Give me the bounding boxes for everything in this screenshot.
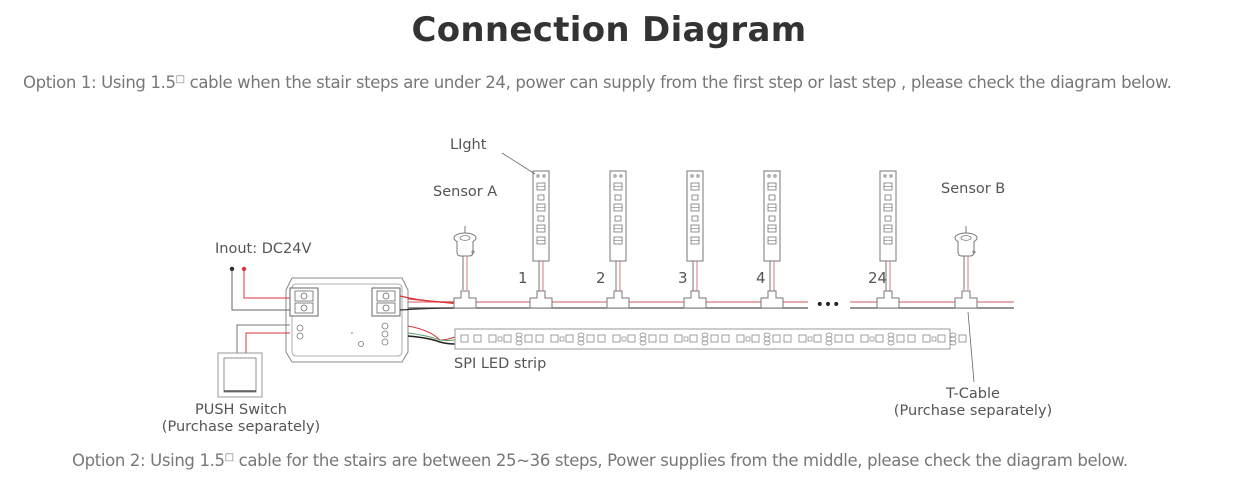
light-bar-icon — [763, 170, 781, 300]
sensor-b-label: Sensor B — [941, 181, 1005, 197]
unit-glyph: □ — [175, 74, 185, 85]
stair-light-3: 3 — [678, 170, 707, 309]
light-bar-icon — [532, 170, 550, 300]
output-wires — [399, 295, 456, 311]
stair-lights: 1 2 3 4 24 — [518, 170, 900, 309]
step-number: 2 — [596, 269, 606, 287]
stair-light-2: 2 — [596, 170, 630, 309]
sensor-a-label: Sensor A — [433, 184, 497, 200]
t-joint-icon — [606, 290, 630, 309]
step-number: 3 — [678, 269, 688, 287]
push-switch-note: (Purchase separately) — [162, 419, 320, 435]
led-chip-icon — [460, 334, 469, 343]
push-switch-label: PUSH Switch — [195, 402, 287, 418]
option-2-prefix: Option 2: Using 1.5 — [72, 451, 225, 470]
step-number: 1 — [518, 269, 528, 287]
light-bar-icon — [686, 170, 704, 300]
spi-led-strip — [407, 325, 967, 350]
power-input-wires — [229, 266, 290, 311]
page-title: Connection Diagram — [411, 10, 807, 50]
light-leader-line — [501, 152, 536, 175]
main-cable — [399, 297, 1014, 309]
option-2-description: Option 2: Using 1.5□ cable for the stair… — [72, 451, 1128, 470]
option-2-suffix: cable for the stairs are between 25~36 s… — [233, 451, 1129, 470]
spi-strip-label: SPI LED strip — [454, 356, 546, 372]
sensor-a — [453, 225, 477, 309]
t-joint-icon — [683, 290, 707, 309]
ellipsis: ••• — [816, 297, 841, 313]
t-cable-label: T-Cable — [945, 386, 1000, 402]
stair-light-24: 24 — [868, 170, 900, 309]
light-label: LIght — [450, 137, 487, 153]
t-joint-icon — [876, 290, 900, 309]
stair-light-4: 4 — [756, 170, 784, 309]
push-switch — [217, 324, 290, 398]
stair-light-1: 1 — [518, 170, 553, 309]
option-1-prefix: Option 1: Using 1.5 — [23, 73, 176, 92]
t-cable-note: (Purchase separately) — [894, 403, 1052, 419]
light-bar-icon — [609, 170, 627, 300]
step-number: 24 — [868, 269, 887, 287]
option-1-description: Option 1: Using 1.5□ cable when the stai… — [23, 73, 1172, 92]
option-1-suffix: cable when the stair steps are under 24,… — [184, 73, 1172, 92]
t-joint-icon — [529, 290, 553, 309]
step-number: 4 — [756, 269, 766, 287]
unit-glyph: □ — [224, 452, 234, 463]
controller-box — [285, 277, 409, 363]
input-voltage-label: Inout: DC24V — [215, 241, 311, 257]
sensor-b — [954, 225, 978, 309]
t-cable-leader-line — [967, 311, 975, 383]
t-joint-icon — [760, 290, 784, 309]
